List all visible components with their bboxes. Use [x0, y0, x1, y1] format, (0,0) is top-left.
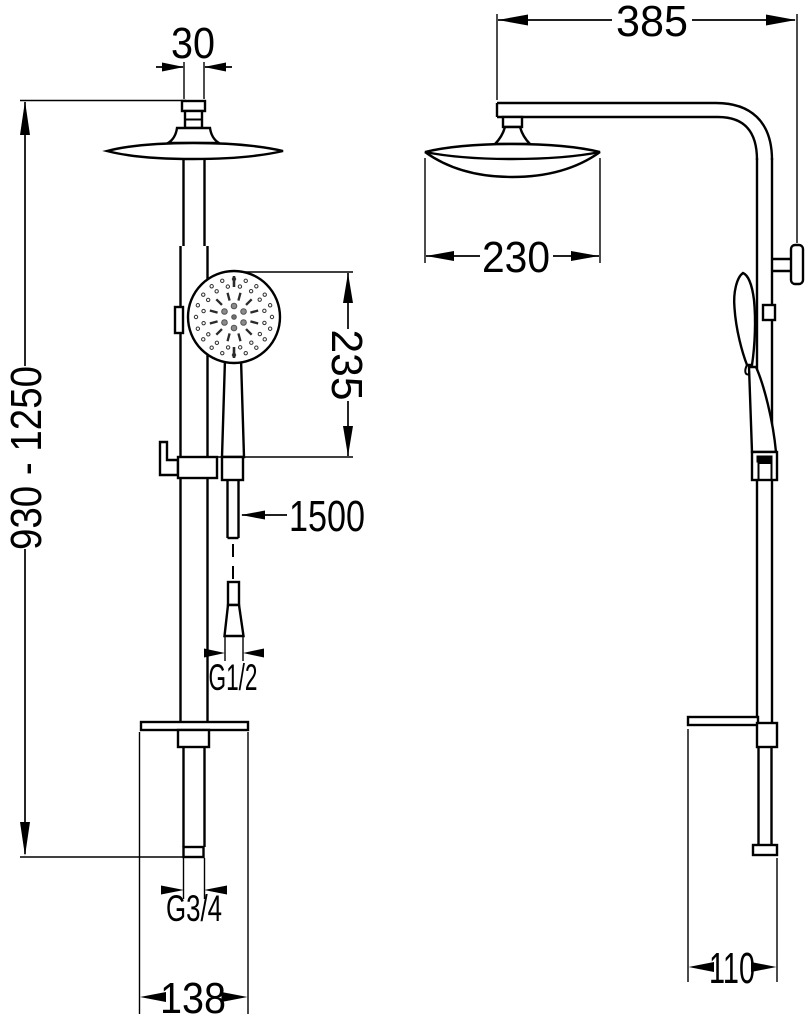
inlet-pipe [182, 747, 206, 859]
dim-385-label: 385 [616, 0, 688, 46]
dim-g34-label: G3/4 [166, 888, 222, 929]
hand-shower-handle [220, 357, 246, 459]
inlet-pipe-side [751, 747, 779, 857]
dim-230-label: 230 [482, 233, 550, 282]
dim-base-width: 138 [138, 732, 249, 1023]
side-view [424, 101, 805, 857]
dim-arm-reach: 385 [496, 0, 798, 243]
holder-clamp-side [761, 303, 777, 322]
dim-shelf-depth: 110 [687, 729, 778, 993]
hand-shower-side [732, 271, 779, 482]
dim-inlet-thread: G3/4 [161, 858, 227, 929]
dim-column-height: 930 - 1250 [2, 99, 186, 858]
dim-235-label: 235 [322, 330, 371, 401]
slider-lock-lever [158, 440, 180, 477]
dim-30-label: 30 [171, 19, 215, 68]
dim-hose-length: 1500 [241, 492, 365, 541]
dim-138-label: 138 [160, 974, 226, 1023]
front-view [102, 99, 284, 859]
dim-hose-thread: G1/2 [204, 637, 264, 698]
dim-1500-label: 1500 [289, 492, 365, 541]
shelf-side [686, 715, 779, 749]
wall-bracket-front [173, 305, 185, 335]
handle-hose-connector [220, 455, 245, 482]
overhead-shower-side [424, 115, 601, 179]
shelf-front [139, 720, 250, 749]
dim-hand-shower-length: 235 [218, 271, 371, 458]
hand-shower-spray-pattern [193, 276, 275, 358]
dim-top-pipe-width: 30 [156, 19, 232, 99]
hose-end-connector [223, 580, 245, 638]
dim-930-1250-label: 930 - 1250 [2, 366, 51, 550]
top-connector [163, 99, 224, 145]
overhead-shower-disc [102, 141, 284, 161]
wall-mount-bracket [772, 243, 805, 286]
head-mount-dome [163, 126, 224, 145]
shower-hose [226, 480, 240, 579]
slider-bracket [176, 455, 219, 480]
shower-column-pipe [179, 159, 209, 722]
dim-head-diameter: 230 [424, 158, 601, 282]
shower-arm [495, 101, 774, 161]
dim-g12-label: G1/2 [209, 657, 258, 698]
dim-110-label: 110 [709, 944, 755, 993]
